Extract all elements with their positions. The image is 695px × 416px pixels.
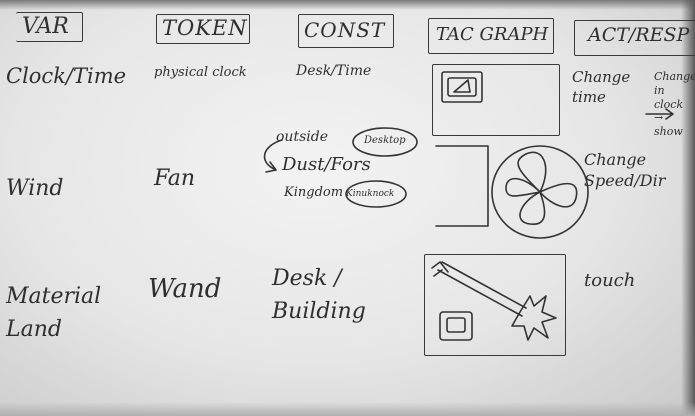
fan-frame	[436, 146, 488, 226]
building-outer	[440, 312, 472, 340]
building-inner	[447, 318, 465, 332]
desktop-bubble	[353, 128, 417, 156]
wand-shaft	[438, 262, 526, 316]
outside-arrow	[265, 140, 282, 172]
kinuknock-bubble	[346, 181, 406, 207]
clock-hand-sketch	[454, 80, 470, 92]
resp-arrow	[646, 109, 673, 119]
spark-burst	[512, 296, 556, 340]
clock-screen-inner	[448, 78, 476, 96]
fan-blades	[506, 152, 577, 224]
